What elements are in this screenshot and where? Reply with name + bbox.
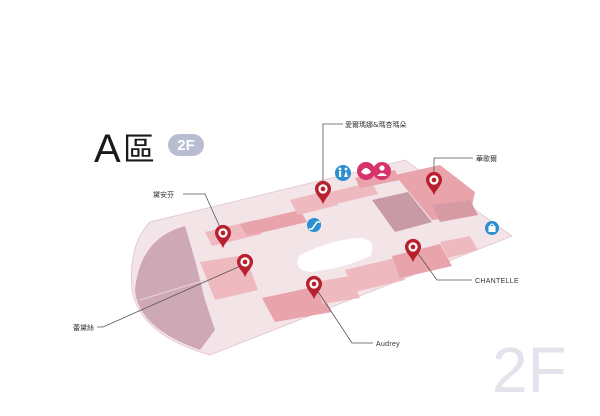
store-labels: 愛爾瑪娜&瑪杏瑪朵 華歌爾 黛安芬 CHANTELLE 蕾黛絲 Audrey — [73, 120, 519, 348]
zone-name: 區 — [123, 130, 155, 168]
shopping-bag-icon[interactable] — [485, 221, 499, 235]
zone-title: A 區 2F — [94, 127, 204, 171]
baby-care-icon[interactable] — [373, 162, 391, 180]
nursing-room-icon[interactable] — [357, 162, 375, 180]
leader-dieanfen — [183, 193, 224, 235]
floor-badge-label: 2F — [177, 137, 195, 154]
label-huage[interactable]: 華歌爾 — [476, 154, 497, 163]
facility-icons — [307, 162, 499, 235]
leader-audrey — [314, 286, 373, 344]
floor-watermark: 2F — [492, 334, 567, 406]
escalator-icon[interactable] — [307, 218, 321, 232]
label-chantelle[interactable]: CHANTELLE — [475, 278, 519, 285]
leader-leizhusi — [97, 263, 246, 328]
restroom-icon[interactable] — [335, 165, 351, 181]
label-dieanfen[interactable]: 黛安芬 — [153, 190, 174, 199]
floor-badge — [168, 134, 204, 156]
leader-nursing — [322, 123, 343, 190]
leader-chantelle — [413, 247, 472, 281]
zone-letter: A — [94, 127, 121, 171]
floor-plate — [130, 159, 514, 356]
label-audrey[interactable]: Audrey — [376, 341, 400, 348]
label-leizhusi[interactable]: 蕾黛絲 — [73, 323, 94, 332]
label-nursing[interactable]: 愛爾瑪娜&瑪杏瑪朵 — [345, 120, 406, 129]
